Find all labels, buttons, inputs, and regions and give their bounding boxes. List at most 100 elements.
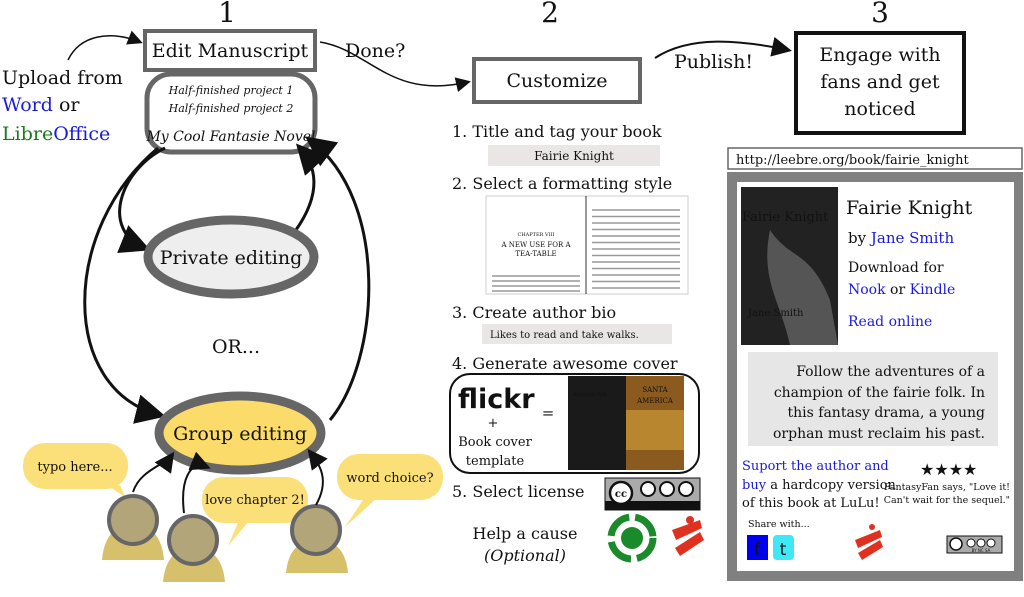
blurb-line: champion of the fairie folk. In: [774, 385, 985, 401]
blurb-line: Follow the adventures of a: [796, 364, 985, 380]
word-link[interactable]: Word: [2, 94, 53, 116]
reviewer-avatars: [102, 448, 348, 582]
optional-label: (Optional): [484, 546, 566, 565]
group-editing-node[interactable]: Group editing: [154, 391, 326, 475]
cc-icon: cc: [615, 489, 627, 500]
read-online-link[interactable]: Read online: [848, 314, 932, 330]
engage-line: noticed: [844, 98, 915, 120]
group-editing-label: Group editing: [173, 423, 307, 445]
share-with-label: Share with...: [748, 519, 810, 530]
by-text: by: [848, 229, 867, 247]
flickr-logo: flickr: [458, 384, 535, 415]
support-link[interactable]: Suport the author and: [742, 459, 889, 474]
cc-license-badge[interactable]: cc BY NC SA: [604, 477, 701, 511]
step-title-tag: 1. Title and tag your book: [452, 122, 662, 141]
step-formatting-style: 2. Select a formatting style: [452, 174, 672, 193]
book-title: Fairie Knight: [846, 197, 973, 219]
svg-text:t: t: [780, 540, 787, 560]
download-for-label: Download for: [848, 260, 944, 276]
buy-link[interactable]: buy: [742, 478, 767, 493]
url-bar[interactable]: http://leebre.org/book/fairie_knight: [727, 147, 1023, 170]
license-terms: BY NC SA: [651, 503, 684, 511]
support-line: buy a hardcopy version: [742, 478, 897, 493]
project-item-active[interactable]: My Cool Fantasie Novel: [145, 129, 315, 145]
step-number-2: 2: [541, 0, 559, 29]
step-number-1: 1: [218, 0, 236, 29]
book-page: Fairie Knight Jane Smith Fairie Knight b…: [727, 172, 1023, 581]
formatting-style-preview[interactable]: CHAPTER VIII A NEW USE FOR A TEA-TABLE: [485, 195, 689, 295]
chapter-number: CHAPTER VIII: [517, 232, 554, 238]
step-number-3: 3: [871, 0, 889, 29]
license-terms: BY NC SA: [972, 548, 991, 553]
title-input[interactable]: [488, 145, 660, 166]
support-text: a hardcopy version: [770, 478, 896, 493]
edit-manuscript-box[interactable]: Edit Manuscript: [143, 29, 317, 72]
review-line: Can't wait for the sequel.": [884, 495, 1010, 506]
book-cover-template-label: Book cover: [458, 435, 532, 450]
svg-text:f: f: [754, 540, 761, 560]
kindle-link[interactable]: Kindle: [910, 282, 956, 298]
edit-manuscript-label: Edit Manuscript: [152, 40, 309, 62]
comment-text: word choice?: [346, 471, 433, 486]
or-text: or: [59, 94, 80, 116]
plus-sign: +: [488, 416, 499, 431]
blurb-line: this fantasy drama, a young: [788, 405, 986, 421]
cover-title: Fairie Knight: [742, 210, 829, 225]
cover-sample-title: SANTA: [642, 386, 668, 394]
bio-input[interactable]: [482, 324, 672, 344]
rating-stars: ★★★★: [920, 460, 977, 479]
step-generate-cover: 4. Generate awesome cover: [452, 354, 678, 373]
cover-author: Jane Smith: [747, 308, 804, 319]
done-arrow: [319, 41, 471, 92]
chapter-title-line: A NEW USE FOR A: [500, 241, 571, 249]
recycle-earth-icon[interactable]: [607, 513, 657, 563]
customize-box[interactable]: Customize: [472, 57, 642, 104]
engage-line: fans and get: [820, 71, 940, 93]
step-select-license: 5. Select license: [452, 482, 585, 501]
cover-sample-title: AMERICA: [636, 397, 674, 405]
support-line: of this book at LuLu!: [742, 496, 880, 511]
cover-generator: flickr + Book cover template = Resident …: [449, 373, 700, 474]
comment-text: love chapter 2!: [205, 493, 305, 508]
private-editing-label: Private editing: [160, 247, 303, 269]
upload-from-label: Upload from: [2, 67, 123, 89]
publish-arrow: [654, 36, 792, 59]
office-text: Office: [53, 123, 110, 145]
step-author-bio: 3. Create author bio: [452, 303, 616, 322]
flow-arrows: [83, 136, 371, 424]
publish-label: Publish!: [674, 51, 753, 73]
cc-license-badge-small[interactable]: BY NC SA: [946, 535, 1003, 554]
comment-bubbles: [23, 443, 443, 546]
upload-arrow: [67, 30, 143, 61]
blurb-box: [748, 352, 998, 446]
book-byline: by Jane Smith: [848, 229, 954, 247]
projects-list: Half-finished project 1 Half-finished pr…: [144, 71, 318, 155]
book-cover-template-label: template: [466, 454, 525, 469]
nook-link[interactable]: Nook: [848, 282, 886, 298]
private-editing-node[interactable]: Private editing: [143, 215, 319, 299]
project-item[interactable]: Half-finished project 1: [168, 84, 294, 97]
or-text: or: [890, 282, 905, 298]
author-link[interactable]: Jane Smith: [869, 229, 955, 247]
upload-word-line: Word or: [2, 94, 80, 116]
engage-box: Engage with fans and get noticed: [794, 31, 966, 135]
equals-sign: =: [542, 404, 555, 422]
review-line: FantasyFan says, "Love it!: [884, 482, 1010, 493]
msf-charity-icon[interactable]: [672, 516, 704, 556]
customize-label: Customize: [507, 70, 608, 92]
title-input-value: Fairie Knight: [534, 149, 614, 163]
url-text: http://leebre.org/book/fairie_knight: [736, 153, 970, 168]
download-links: Nook or Kindle: [848, 282, 955, 298]
project-item[interactable]: Half-finished project 2: [168, 102, 294, 115]
cover-sample-title: Resident Will: [573, 392, 607, 398]
twitter-share-icon[interactable]: t: [773, 535, 794, 560]
libre-text: Libre: [2, 123, 53, 145]
msf-charity-icon[interactable]: [855, 524, 883, 560]
blurb-line: orphan must reclaim his past.: [773, 426, 985, 442]
cover-sample-dark: [568, 376, 626, 470]
chapter-title-line: TEA-TABLE: [515, 250, 556, 258]
libreoffice-link[interactable]: LibreOffice: [2, 123, 110, 145]
comment-text: typo here...: [37, 460, 112, 475]
bio-input-value: Likes to read and take walks.: [490, 330, 639, 341]
facebook-share-icon[interactable]: f: [747, 535, 768, 560]
